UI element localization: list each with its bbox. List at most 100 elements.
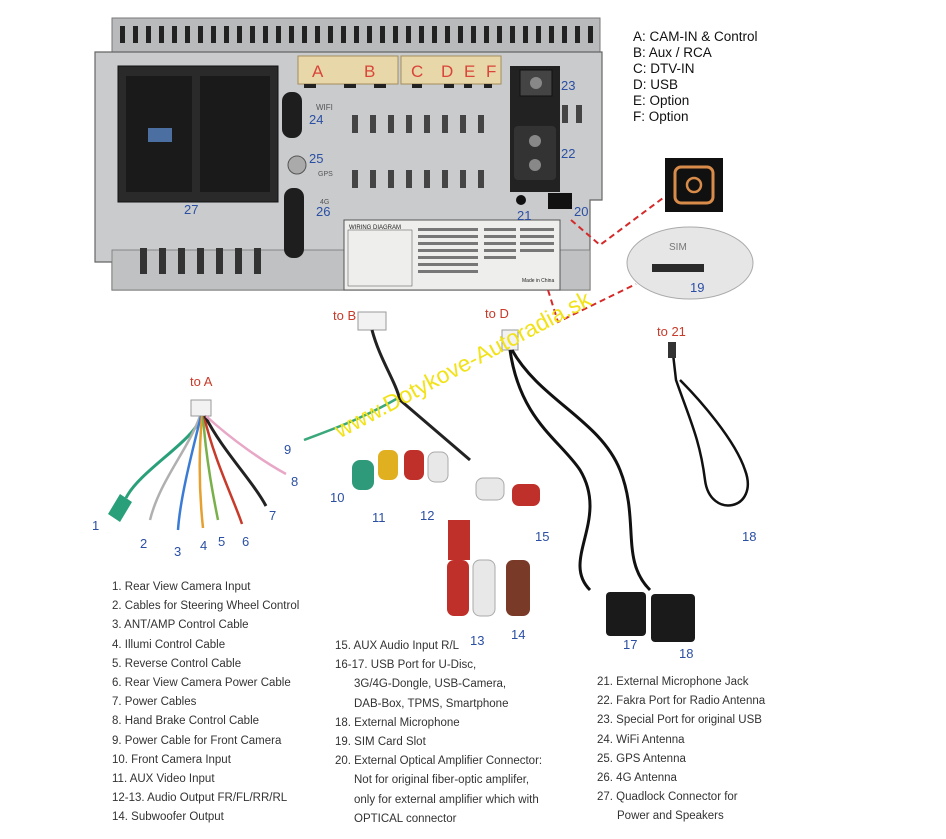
callout-15: 15: [535, 529, 549, 544]
list-item: 23. Special Port for original USB: [597, 714, 762, 727]
list-item: 12-13. Audio Output FR/FL/RR/RL: [112, 792, 288, 805]
optical-connector-inset: [665, 158, 723, 212]
callout-14: 14: [511, 627, 525, 642]
legend-item: F: Option: [633, 109, 689, 124]
port-letter-c: C: [411, 62, 423, 81]
callout-26: 26: [316, 204, 330, 219]
list-item: DAB-Box, TPMS, Smartphone: [354, 697, 509, 710]
list-item: 7. Power Cables: [112, 696, 197, 709]
list-item: 9. Power Cable for Front Camera: [112, 734, 282, 747]
list-item: 24. WiFi Antenna: [597, 733, 685, 746]
sim-label: SIM: [669, 242, 687, 253]
port-letter-e: E: [464, 62, 475, 81]
callout-13: 13: [470, 633, 484, 648]
mic-jack: [516, 195, 526, 205]
callout-24: 24: [309, 112, 323, 127]
list-item: 18. External Microphone: [335, 716, 460, 729]
legend-item: C: DTV-IN: [633, 61, 695, 76]
wiring-sticker: WIRING DIAGRAM Made in China: [343, 219, 561, 291]
list-item: 25. GPS Antenna: [597, 752, 686, 765]
list-item: 11. AUX Video Input: [112, 773, 215, 786]
list-item: Not for original fiber-optic amplifer,: [354, 774, 530, 787]
list-item: 3G/4G-Dongle, USB-Camera,: [354, 678, 507, 691]
callout-5: 5: [218, 534, 225, 549]
callout-2: 2: [140, 536, 147, 551]
to-a-label: to A: [190, 374, 213, 389]
callout-18-mic: 18: [742, 529, 756, 544]
port-row: [297, 55, 502, 88]
callout-23: 23: [561, 78, 575, 93]
antenna-sockets: [282, 92, 307, 258]
description-list-right: 21. External Microphone Jack 22. Fakra P…: [597, 673, 765, 827]
list-item: 14. Subwoofer Output: [112, 811, 224, 824]
callout-21: 21: [517, 208, 531, 223]
legend-item: E: Option: [633, 93, 690, 108]
callout-7: 7: [269, 508, 276, 523]
list-item: 6. Rear View Camera Power Cable: [112, 677, 291, 690]
list-item: only for external amplifier which with: [354, 793, 539, 806]
dashed-pointers: [547, 197, 664, 324]
port-letter-a: A: [312, 62, 324, 81]
unit-callouts: 23 22 24 25 26 27 21 20: [184, 78, 588, 223]
list-item: 8. Hand Brake Control Cable: [112, 715, 260, 728]
fakra-block: [510, 66, 560, 192]
usb-cable: [501, 329, 695, 642]
list-item: 1. Rear View Camera Input: [112, 581, 251, 593]
list-item: 4. Illumi Control Cable: [112, 638, 226, 651]
callout-3: 3: [174, 544, 181, 559]
list-item: Power and Speakers: [617, 810, 724, 823]
gps-label: GPS: [318, 171, 333, 178]
list-item: OPTICAL connector: [354, 812, 457, 825]
callout-9: 9: [284, 442, 291, 457]
callout-12: 12: [420, 508, 434, 523]
list-item: 15. AUX Audio Input R/L: [335, 640, 460, 652]
callout-17: 17: [623, 637, 637, 652]
legend-item: A: CAM-IN & Control: [633, 29, 758, 44]
callout-4: 4: [200, 538, 207, 553]
description-list-middle: 15. AUX Audio Input R/L 16-17. USB Port …: [335, 637, 542, 829]
list-item: 26. 4G Antenna: [597, 772, 677, 785]
to-21-label: to 21: [657, 324, 686, 339]
callout-18-usb: 18: [679, 646, 693, 661]
list-item: 2. Cables for Steering Wheel Control: [112, 600, 300, 613]
to-b-label: to B: [333, 308, 356, 323]
port-letter-b: B: [364, 62, 375, 81]
port-letter-f: F: [486, 62, 496, 81]
list-item: 20. External Optical Amplifier Connector…: [335, 755, 543, 768]
description-list-left: 1. Rear View Camera Input 2. Cables for …: [112, 578, 299, 828]
list-item: 19. SIM Card Slot: [335, 736, 426, 749]
callout-8: 8: [291, 474, 298, 489]
cable-callouts: 1 2 3 4 5 6 7 8 9 10 11 12 13 14 15 17 1…: [92, 442, 756, 661]
wiring-diagram-label: WIRING DIAGRAM: [349, 225, 401, 231]
callout-19: 19: [690, 280, 704, 295]
top-vents: [120, 26, 593, 43]
callout-25: 25: [309, 151, 323, 166]
microphone-cable: [668, 342, 749, 507]
port-letter-d: D: [441, 62, 453, 81]
legend-item: D: USB: [633, 77, 679, 92]
callout-6: 6: [242, 534, 249, 549]
bottom-vents: [140, 248, 261, 274]
list-item: 10. Front Camera Input: [112, 753, 231, 766]
list-item: 21. External Microphone Jack: [597, 676, 749, 688]
list-item: 5. Reverse Control Cable: [112, 657, 242, 670]
callout-10: 10: [330, 490, 344, 505]
callout-20: 20: [574, 204, 588, 219]
quadlock-connector: [117, 65, 279, 203]
port-letters: A B C D E F: [312, 62, 496, 81]
list-item: 16-17. USB Port for U-Disc,: [335, 659, 477, 672]
callout-22: 22: [561, 146, 575, 161]
to-labels: to A to B to D to 21: [190, 306, 686, 389]
head-unit: WIRING DIAGRAM Made in China WIFI GPS 4G: [94, 17, 603, 291]
to-d-label: to D: [485, 306, 509, 321]
harness-b: [303, 311, 540, 617]
legend-item: B: Aux / RCA: [633, 45, 712, 60]
4g-label: 4G: [320, 199, 329, 206]
callout-11: 11: [372, 510, 386, 525]
harness-a: [108, 399, 287, 531]
callout-1: 1: [92, 518, 99, 533]
list-item: 27. Quadlock Connector for: [597, 791, 738, 804]
made-in-label: Made in China: [522, 278, 554, 284]
list-item: 3. ANT/AMP Control Cable: [112, 619, 249, 632]
